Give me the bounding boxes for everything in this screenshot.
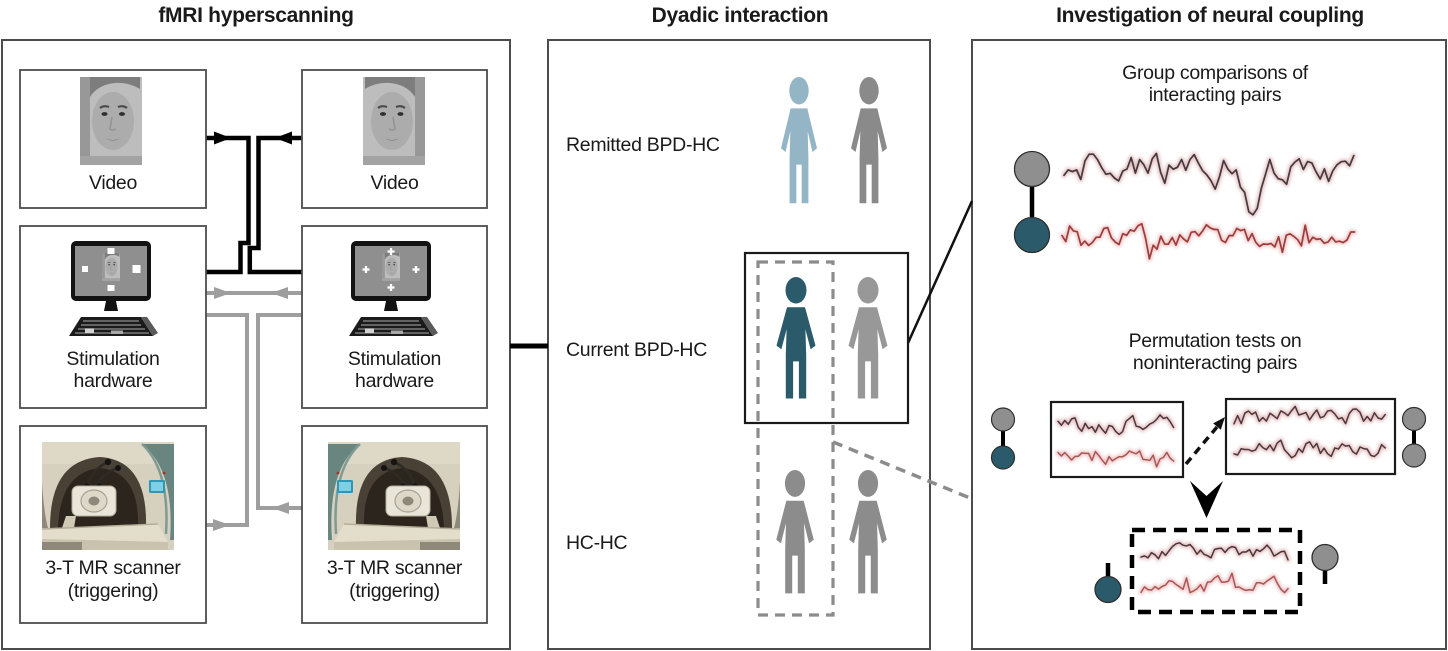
video-cable-left xyxy=(206,135,251,275)
trigger-arrow-right-icon xyxy=(272,502,289,514)
noninteracting-pair-selection-box xyxy=(756,260,835,617)
person-current-hc xyxy=(848,277,888,399)
person-current-bpd xyxy=(776,277,816,399)
box2-trace-top-glow xyxy=(1231,403,1388,427)
panel3-title: Investigation of neural coupling xyxy=(1056,4,1364,27)
video-face-photo-left xyxy=(80,77,142,165)
dbox-trace-bottom xyxy=(1140,572,1289,594)
row-label-current: Current BPD-HC xyxy=(566,339,707,361)
trace-hc-signal xyxy=(1063,152,1355,216)
group-comparison-heading-line2: interacting pairs xyxy=(1148,84,1282,106)
mr-label-right-line1: 3-T MR scanner xyxy=(326,557,463,579)
equipment-boxes xyxy=(19,69,488,624)
mr-scanner-photo-left xyxy=(42,442,174,550)
video-cables xyxy=(206,135,302,275)
person-hc-left xyxy=(776,470,814,594)
perm-left-node-bpd xyxy=(990,445,1016,470)
trigger-arrow-left-icon xyxy=(213,519,230,531)
video-arrow-left-icon xyxy=(275,131,292,145)
box1-trace-bottom xyxy=(1057,450,1175,468)
panel1-title: fMRI hyperscanning xyxy=(158,4,354,27)
permutation-arrow-line xyxy=(1184,425,1219,466)
person-remitted-bpd xyxy=(781,77,817,204)
box1-trace-bottom-glow xyxy=(1055,448,1177,470)
row-label-remitted: Remitted BPD-HC xyxy=(566,134,720,156)
node-hc-lollipop xyxy=(1311,543,1339,572)
interacting-pair-link-line xyxy=(906,200,974,344)
noninteracting-pair-link-line xyxy=(832,440,971,500)
permutation-arrowhead-icon xyxy=(1213,417,1225,430)
result-arrow-icon xyxy=(1190,481,1223,518)
perm-left-node-hc xyxy=(990,407,1016,432)
video-label-right: Video xyxy=(370,172,419,194)
mr-label-right-line2: (triggering) xyxy=(349,580,440,602)
box1-trace-top-glow xyxy=(1055,412,1177,437)
person-hc-right xyxy=(849,470,887,594)
stim-label-right-line1: Stimulation xyxy=(347,348,442,370)
permuted-pair-box xyxy=(1129,527,1303,615)
monitor-icon-left xyxy=(69,241,158,336)
comparison-box-shuffled xyxy=(1224,397,1397,476)
video-cable-arrows xyxy=(214,131,292,145)
trace-bpd-glow xyxy=(1059,221,1358,262)
video-label-left: Video xyxy=(88,172,138,194)
permutation-heading-line1: Permutation tests on xyxy=(1128,330,1302,352)
trigger-cable-right xyxy=(256,313,302,510)
stim-label-left-line2: hardware xyxy=(73,370,153,392)
box2-trace-top xyxy=(1233,405,1386,425)
node-bpd-large xyxy=(1013,216,1051,254)
box1-trace-top xyxy=(1057,414,1175,436)
perm-right-node-hc1 xyxy=(1401,406,1427,432)
stim-label-left-line1: Stimulation xyxy=(66,348,160,370)
monitor-icon-right xyxy=(349,241,438,336)
trigger-cable-left xyxy=(206,313,249,527)
dbox-trace-top-glow xyxy=(1138,540,1291,563)
node-bpd-lollipop xyxy=(1094,575,1122,604)
fixation-cross-markers xyxy=(362,248,420,291)
box2-trace-bottom-glow xyxy=(1231,437,1388,461)
dbox-trace-top xyxy=(1140,542,1289,561)
video-face-photo-right xyxy=(363,77,425,165)
mr-label-left-line1: 3-T MR scanner xyxy=(45,557,181,579)
sync-arrow-right-icon xyxy=(214,287,231,299)
permutation-heading-line2: noninteracting pairs xyxy=(1132,352,1298,374)
group-comparison-heading-line1: Group comparisons of xyxy=(1122,62,1308,84)
person-remitted-hc xyxy=(851,77,887,204)
sync-cables xyxy=(206,291,302,527)
video-arrow-right-icon xyxy=(214,131,231,145)
sync-arrow-left-icon xyxy=(271,287,288,299)
stim-label-right-line2: hardware xyxy=(355,370,434,392)
comparison-box-interacting xyxy=(1049,400,1185,479)
trace-bpd-signal xyxy=(1061,222,1356,260)
dbox-trace-bottom-glow xyxy=(1138,570,1291,596)
interacting-pair-highlight-box xyxy=(743,251,910,425)
fixation-square-markers xyxy=(82,248,141,291)
box2-trace-bottom xyxy=(1233,439,1386,459)
perm-right-node-hc2 xyxy=(1401,443,1427,468)
row-label-hchc: HC-HC xyxy=(566,532,628,554)
mr-label-left-line2: (triggering) xyxy=(67,580,159,602)
video-cable-right xyxy=(247,135,302,275)
sync-cable-arrows xyxy=(213,287,289,531)
node-hc-large xyxy=(1013,150,1051,188)
trace-hc-glow xyxy=(1061,150,1357,218)
mr-scanner-photo-right xyxy=(328,442,460,550)
panel2-title: Dyadic interaction xyxy=(651,4,829,27)
